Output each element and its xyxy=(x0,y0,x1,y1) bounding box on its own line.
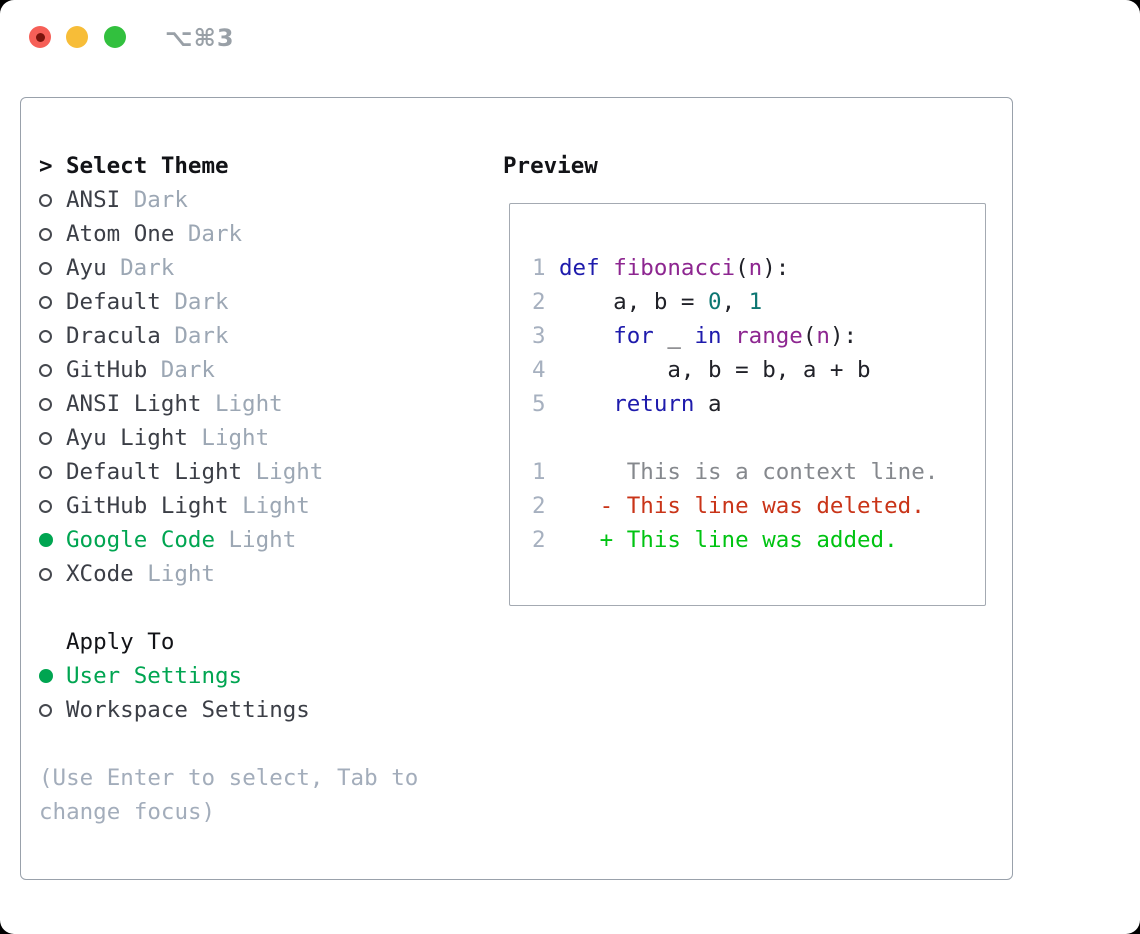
code-line: 4 a, b = b, a + b xyxy=(532,357,871,383)
close-button[interactable] xyxy=(29,26,51,48)
preview-title: Preview xyxy=(503,153,598,179)
theme-name: XCode xyxy=(66,561,134,587)
theme-name: GitHub Light xyxy=(66,493,229,519)
theme-list-title: Select Theme xyxy=(66,153,229,179)
line-number: 5 xyxy=(532,391,546,417)
theme-option[interactable]: GitHub Dark xyxy=(39,353,323,387)
radio-icon xyxy=(39,397,52,411)
theme-option[interactable]: Default Dark xyxy=(39,285,323,319)
zoom-button[interactable] xyxy=(104,26,126,48)
theme-name: Atom One xyxy=(66,221,175,247)
theme-variant: Dark xyxy=(174,289,229,315)
theme-variant: Light xyxy=(201,425,270,451)
theme-option[interactable]: Default Light Light xyxy=(39,455,323,489)
theme-variant: Light xyxy=(214,391,283,417)
radio-icon xyxy=(39,567,52,581)
theme-name: Google Code xyxy=(66,527,216,553)
diff-line: 1 This is a context line. xyxy=(532,459,939,485)
radio-icon xyxy=(39,329,52,343)
apply-option-label: Workspace Settings xyxy=(66,697,310,723)
radio-icon xyxy=(39,431,52,445)
radio-icon xyxy=(39,295,52,309)
apply-option-label: User Settings xyxy=(66,663,243,689)
theme-list-header: > Select Theme xyxy=(39,149,323,183)
code-line: 5 return a xyxy=(532,391,722,417)
record-dot-icon xyxy=(35,32,45,42)
radio-icon xyxy=(39,499,52,513)
radio-icon xyxy=(39,465,52,479)
theme-variant: Dark xyxy=(120,255,175,281)
theme-option[interactable]: Atom One Dark xyxy=(39,217,323,251)
theme-name: Default Light xyxy=(66,459,243,485)
theme-option[interactable]: Dracula Dark xyxy=(39,319,323,353)
theme-name: Dracula xyxy=(66,323,161,349)
theme-variant: Dark xyxy=(160,357,215,383)
theme-option[interactable]: ANSI Dark xyxy=(39,183,323,217)
selection-caret-icon: > xyxy=(39,153,53,179)
theme-variant: Light xyxy=(242,493,310,519)
apply-options: User Settings Workspace Settings xyxy=(39,659,310,727)
keyboard-hint: (Use Enter to select, Tab to change focu… xyxy=(39,765,419,825)
radio-icon xyxy=(39,533,53,547)
theme-option[interactable]: GitHub Light Light xyxy=(39,489,323,523)
theme-variant: Dark xyxy=(174,323,229,349)
apply-to-header-row: Apply To xyxy=(39,625,310,659)
diff-line: 2 + This line was added. xyxy=(532,527,898,553)
window-title: ⌥⌘3 xyxy=(165,24,235,52)
theme-name: Ayu xyxy=(66,255,107,281)
line-number: 1 xyxy=(532,255,546,281)
apply-to-title: Apply To xyxy=(66,629,175,655)
theme-name: ANSI xyxy=(66,187,121,213)
apply-option[interactable]: User Settings xyxy=(39,659,310,693)
theme-variant: Light xyxy=(147,561,215,587)
line-number: 2 xyxy=(532,289,546,315)
radio-icon xyxy=(39,261,52,275)
theme-option[interactable]: XCode Light xyxy=(39,557,323,591)
code-line: 2 a, b = 0, 1 xyxy=(532,289,763,315)
code-line: 3 for _ in range(n): xyxy=(532,323,858,349)
apply-to-section: Apply To User Settings Workspace Setting… xyxy=(39,625,310,727)
radio-icon xyxy=(39,669,53,683)
theme-option[interactable]: ANSI Light Light xyxy=(39,387,323,421)
line-number: 2 xyxy=(532,527,546,553)
blank-line xyxy=(532,421,985,455)
line-number: 2 xyxy=(532,493,546,519)
radio-icon xyxy=(39,227,52,241)
theme-name: ANSI Light xyxy=(66,391,202,417)
theme-variant: Light xyxy=(255,459,324,485)
theme-variant: Dark xyxy=(187,221,243,247)
minimize-button[interactable] xyxy=(66,26,88,48)
theme-name: GitHub xyxy=(66,357,148,383)
theme-variant: Light xyxy=(228,527,297,553)
theme-option[interactable]: Ayu Dark xyxy=(39,251,323,285)
radio-icon xyxy=(39,363,52,377)
line-number: 1 xyxy=(532,459,546,485)
radio-icon xyxy=(39,193,52,207)
theme-name: Default xyxy=(66,289,161,315)
theme-name: Ayu Light xyxy=(66,425,188,451)
line-number: 4 xyxy=(532,357,546,383)
line-number: 3 xyxy=(532,323,546,349)
diff-line: 2 - This line was deleted. xyxy=(532,493,925,519)
theme-list: > Select Theme ANSI Dark Atom One Dark Ay… xyxy=(39,149,323,591)
radio-icon xyxy=(39,703,52,717)
apply-option[interactable]: Workspace Settings xyxy=(39,693,310,727)
theme-variant: Dark xyxy=(133,187,188,213)
theme-option[interactable]: Google Code Light xyxy=(39,523,323,557)
theme-option[interactable]: Ayu Light Light xyxy=(39,421,323,455)
theme-picker-panel: > Select Theme ANSI Dark Atom One Dark Ay… xyxy=(20,97,1013,880)
